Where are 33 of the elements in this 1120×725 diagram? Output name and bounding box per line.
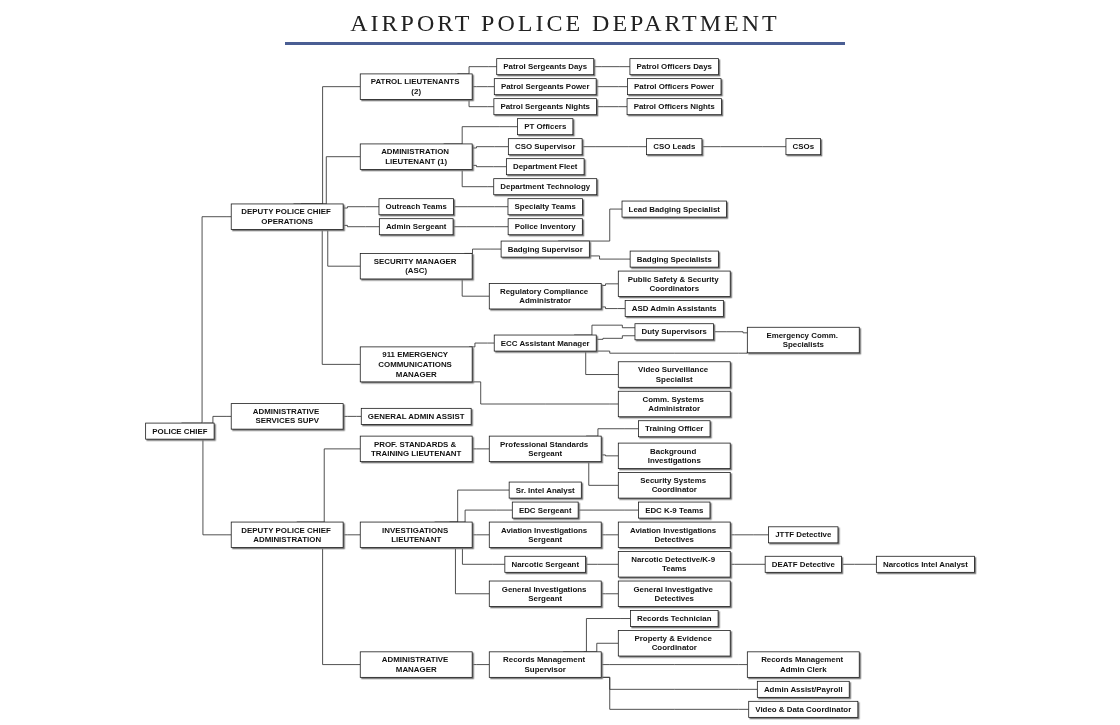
connector <box>588 255 631 260</box>
connector <box>471 146 509 149</box>
connector <box>600 306 626 309</box>
connector <box>471 164 507 168</box>
connector <box>342 534 361 536</box>
connector <box>595 335 636 340</box>
connector <box>453 206 509 208</box>
connector <box>471 86 495 88</box>
connector <box>471 664 490 665</box>
connector <box>701 146 787 148</box>
connector <box>600 454 619 457</box>
connector <box>342 415 362 417</box>
connector <box>452 226 509 228</box>
connector <box>600 534 619 536</box>
connector <box>729 563 766 565</box>
connector <box>577 509 639 511</box>
connector <box>596 106 628 108</box>
connector <box>342 224 380 228</box>
connector <box>471 534 490 536</box>
connector <box>729 534 769 536</box>
connector <box>595 86 628 88</box>
connector <box>595 350 748 354</box>
connector <box>581 146 647 148</box>
title: AIRPORT POLICE DEPARTMENT <box>285 10 845 45</box>
connector <box>585 563 619 565</box>
connector <box>342 206 380 209</box>
connector <box>600 593 619 595</box>
connector <box>840 563 877 565</box>
connector <box>600 283 619 286</box>
connector <box>600 664 748 665</box>
connector <box>471 448 490 450</box>
connector <box>593 66 631 68</box>
connector <box>713 331 748 334</box>
